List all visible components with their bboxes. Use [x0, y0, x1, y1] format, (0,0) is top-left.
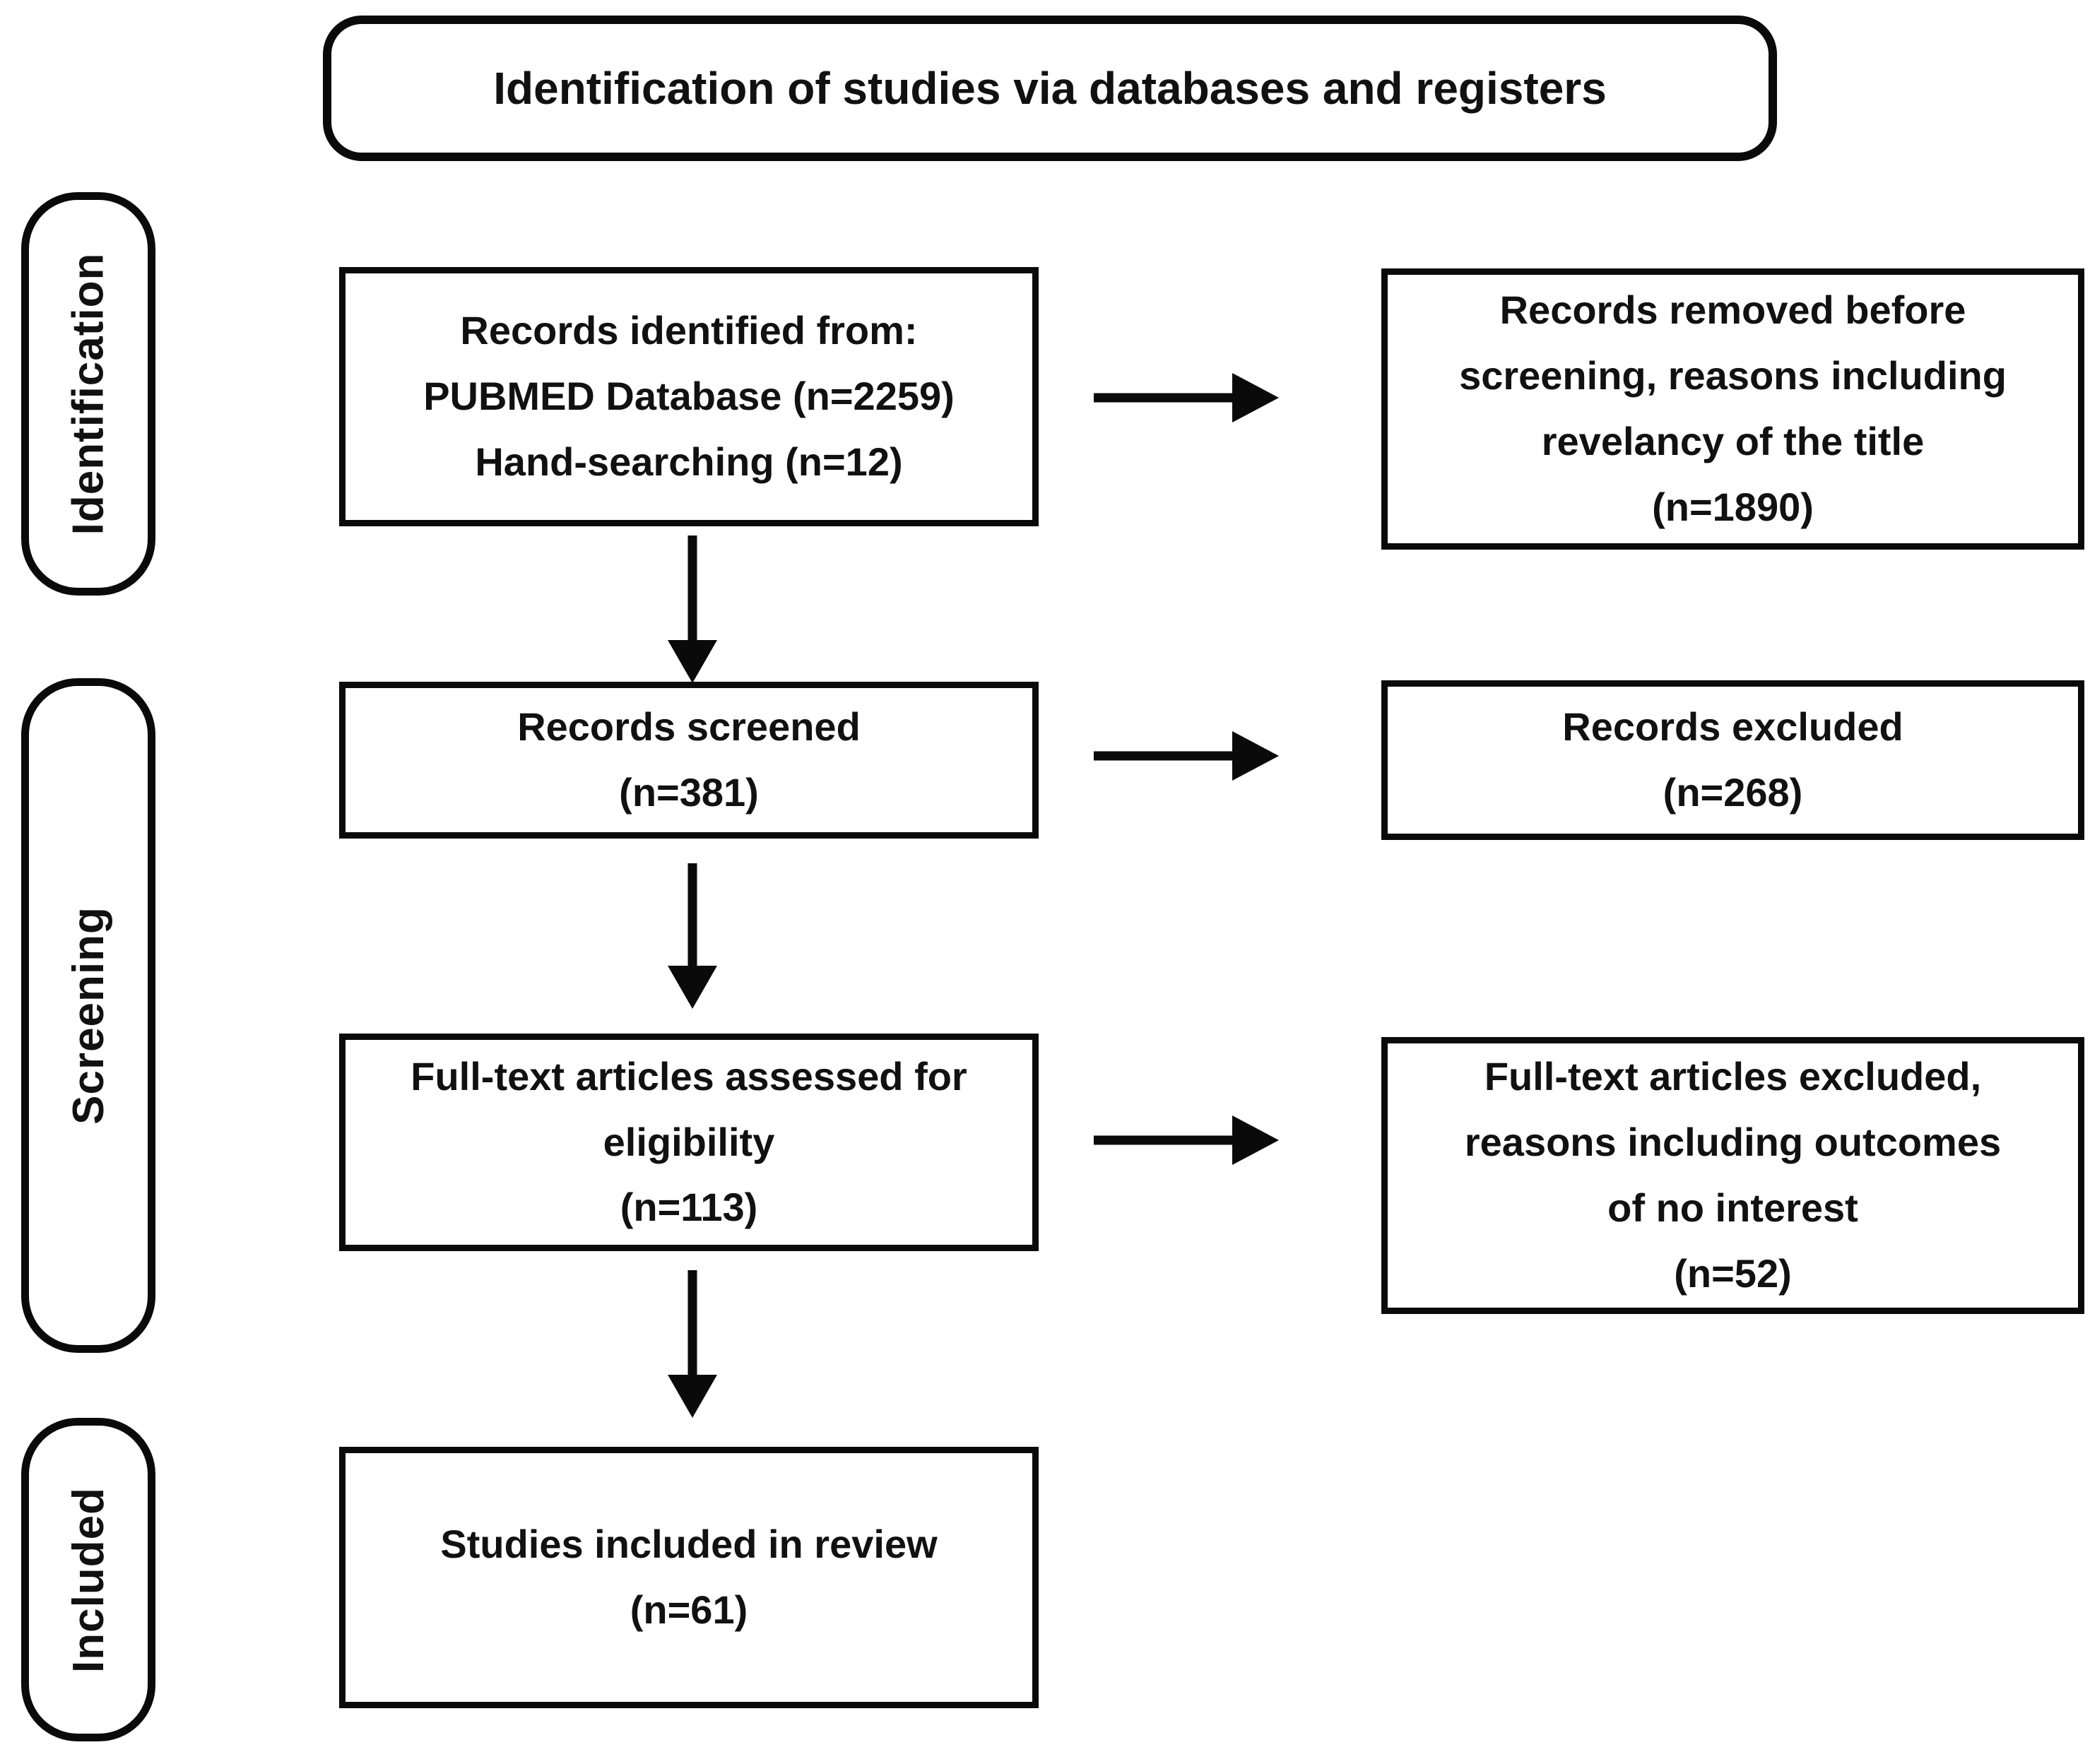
box-line: (n=381)	[619, 770, 759, 815]
box-line: eligibility	[603, 1119, 775, 1164]
stage-label-included: Included	[64, 1486, 113, 1673]
stage-box-included: Included	[21, 1418, 155, 1741]
box-records-removed: Records removed before screening, reason…	[1381, 268, 2084, 550]
box-line: reasons including outcomes	[1464, 1120, 2002, 1165]
box-line: Records removed before	[1499, 288, 1966, 333]
box-line: Studies included in review	[440, 1522, 938, 1567]
arrow-screened-to-excluded	[1094, 731, 1279, 781]
box-line: (n=61)	[630, 1587, 748, 1632]
arrow-fulltext-to-excluded	[1094, 1115, 1279, 1165]
arrow-screened-to-fulltext	[668, 863, 717, 1009]
box-line: Full-text articles excluded,	[1484, 1054, 1982, 1099]
stage-box-identification: Identification	[21, 192, 155, 596]
diagram-title: Identification of studies via databases …	[493, 63, 1607, 114]
box-line: (n=52)	[1674, 1250, 1792, 1296]
box-fulltext-assessed: Full-text articles assessed for eligibil…	[339, 1034, 1039, 1251]
title-box: Identification of studies via databases …	[323, 16, 1777, 161]
stage-box-screening: Screening	[21, 678, 155, 1353]
box-line: screening, reasons including	[1459, 353, 2007, 398]
stage-label-screening: Screening	[64, 906, 113, 1125]
box-records-screened: Records screened (n=381)	[339, 682, 1039, 839]
box-line: (n=268)	[1663, 770, 1803, 815]
box-line: Records identified from:	[460, 308, 918, 353]
arrow-identified-to-screened	[668, 535, 717, 683]
box-line: Full-text articles assessed for	[411, 1053, 967, 1099]
box-records-identified: Records identified from: PUBMED Database…	[339, 267, 1039, 526]
box-line: (n=1890)	[1652, 484, 1814, 529]
box-line: Records excluded	[1562, 704, 1903, 750]
box-line: Hand-searching (n=12)	[475, 439, 903, 484]
box-fulltext-excluded: Full-text articles excluded, reasons inc…	[1381, 1037, 2084, 1314]
box-line: Records screened	[517, 704, 861, 750]
box-line: PUBMED Database (n=2259)	[423, 374, 955, 419]
box-studies-included: Studies included in review (n=61)	[339, 1447, 1039, 1708]
box-line: revelancy of the title	[1541, 419, 1925, 463]
arrow-fulltext-to-included	[668, 1270, 717, 1418]
arrow-identified-to-removed	[1094, 373, 1279, 422]
box-line: (n=113)	[620, 1185, 758, 1230]
box-records-excluded: Records excluded (n=268)	[1381, 680, 2084, 840]
stage-label-identification: Identification	[64, 252, 113, 535]
box-line: of no interest	[1607, 1185, 1858, 1230]
